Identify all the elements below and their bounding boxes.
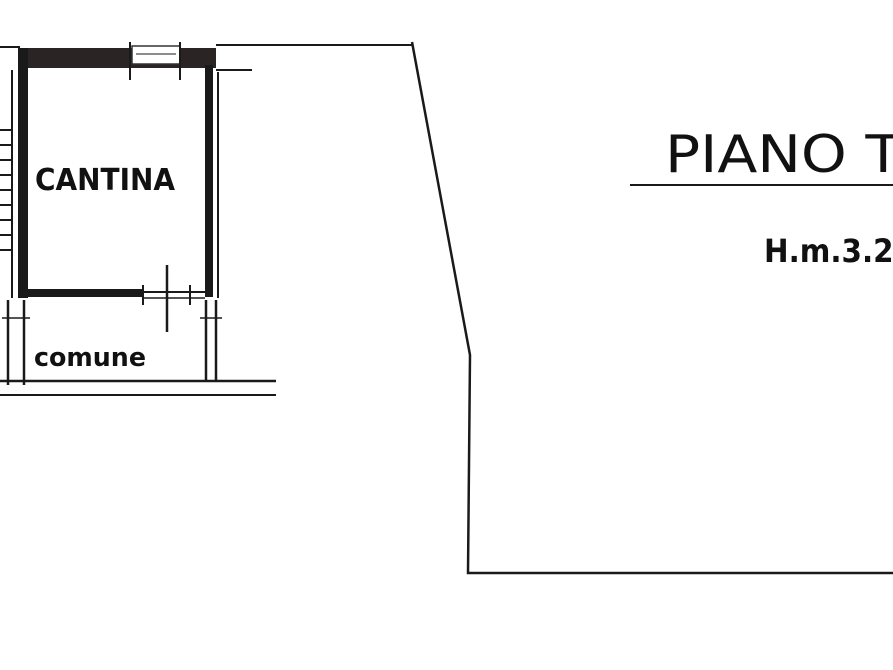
stairs bbox=[0, 129, 12, 251]
boundary-line bbox=[410, 41, 893, 575]
cantina-top-wall bbox=[20, 48, 216, 68]
cantina-right-wall bbox=[205, 65, 213, 297]
room-label-cantina: CANTINA bbox=[35, 163, 175, 198]
floor-title: PIANO T bbox=[665, 125, 893, 185]
cantina-left-wall bbox=[18, 48, 28, 298]
walls bbox=[0, 41, 893, 575]
cantina-bottom-wall bbox=[22, 289, 142, 297]
room-label-comune: comune bbox=[34, 343, 146, 373]
window bbox=[131, 45, 181, 65]
floor-height: H.m.3.20 bbox=[764, 232, 893, 270]
